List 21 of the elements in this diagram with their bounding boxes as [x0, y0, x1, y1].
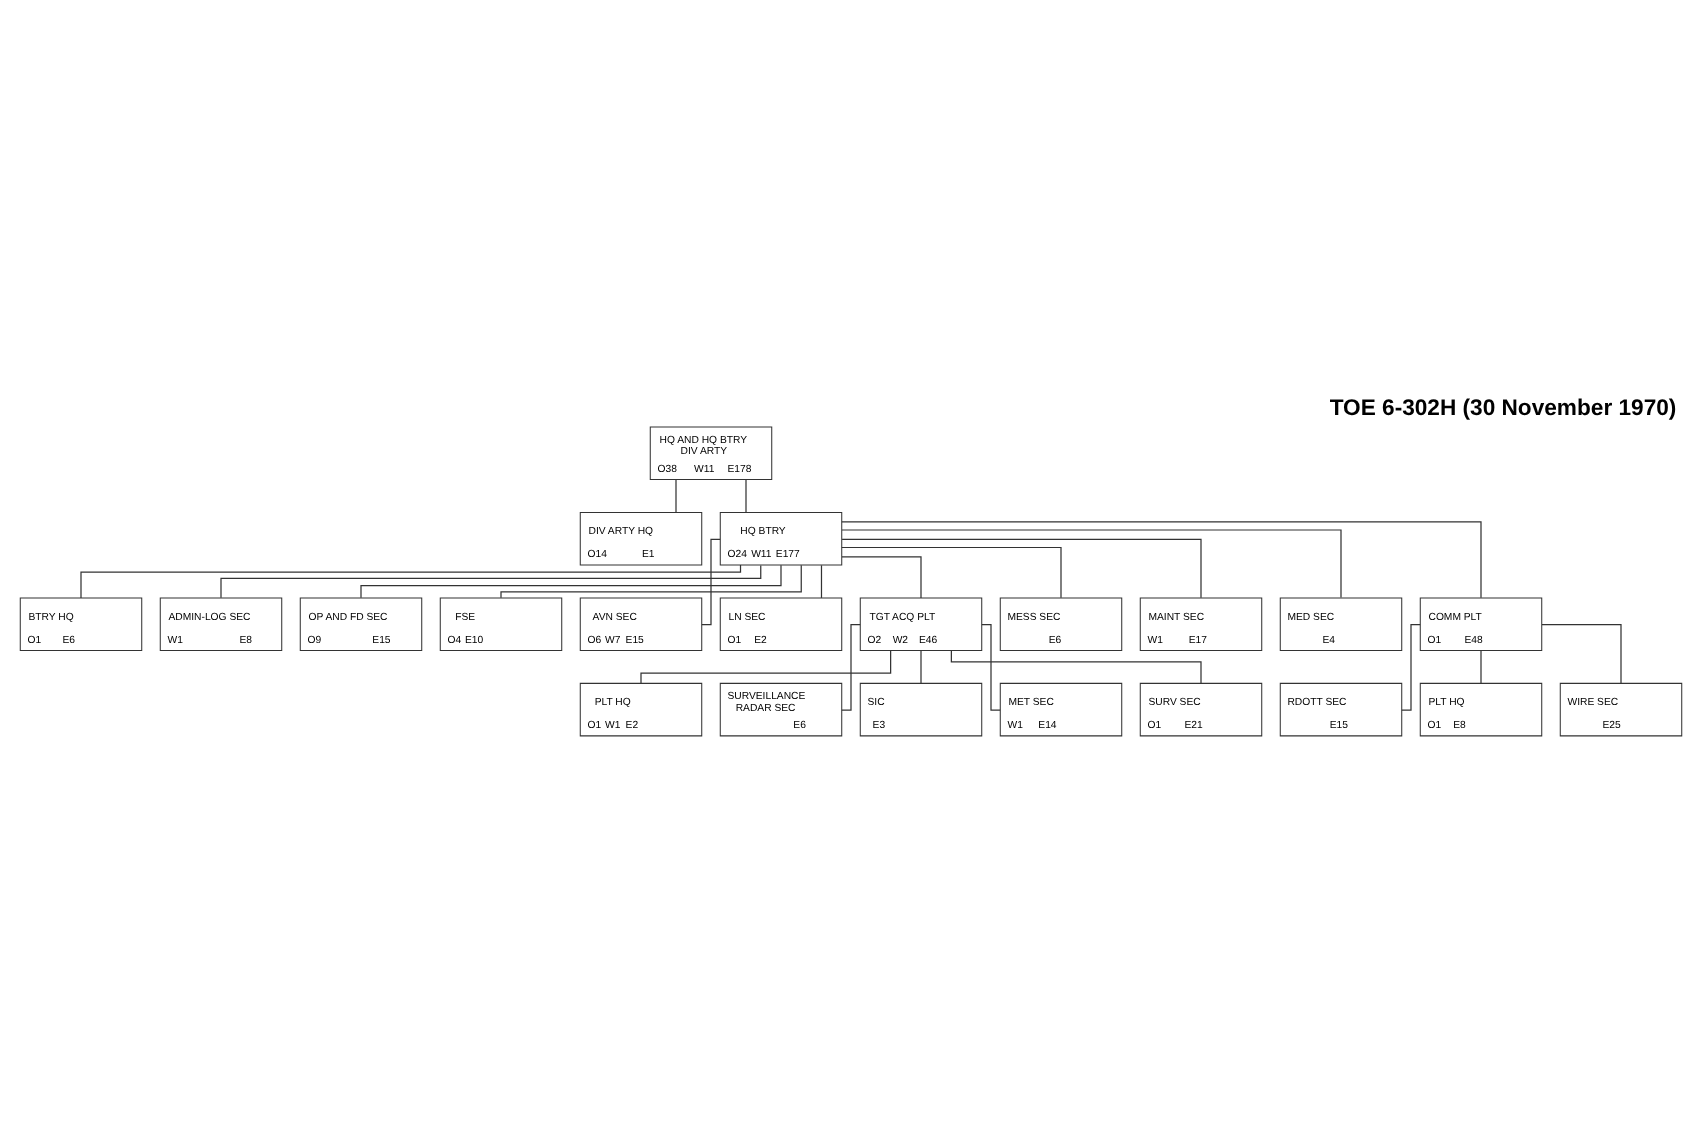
connector: [920, 649, 922, 683]
connector: [745, 478, 747, 513]
connector: [701, 537, 721, 625]
diagram-title: TOE 6-302H (30 November 1970): [1329, 396, 1677, 421]
connector: [841, 520, 1482, 598]
connector: [640, 649, 892, 683]
connector: [841, 545, 1062, 598]
connector: [841, 537, 1202, 598]
connector: [981, 623, 1001, 710]
connector: [1541, 623, 1622, 683]
connector: [675, 478, 677, 513]
connector: [820, 563, 823, 598]
connector: [360, 563, 782, 598]
connector: [841, 528, 1342, 598]
connector: [950, 649, 1202, 683]
connector: [841, 623, 861, 710]
connector: [1401, 623, 1421, 710]
connector: [220, 563, 762, 598]
connector: [500, 563, 802, 598]
connector: [841, 555, 922, 598]
connector: [1480, 649, 1482, 683]
